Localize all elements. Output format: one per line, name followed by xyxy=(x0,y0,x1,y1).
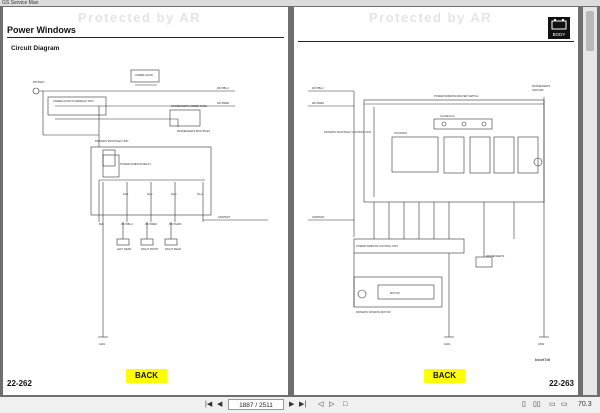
window-titlebar: GS Service Man xyxy=(0,0,600,6)
battery-icon xyxy=(551,19,567,30)
svg-text:CLOSE ACC: CLOSE ACC xyxy=(440,114,455,118)
last-page-icon[interactable]: ▶| xyxy=(299,401,307,408)
svg-text:DRIVER'S MULTIPLEX UNIT: DRIVER'S MULTIPLEX UNIT xyxy=(95,139,129,143)
svg-text:DRIVER'S WINDOW MOTOR: DRIVER'S WINDOW MOTOR xyxy=(356,310,391,314)
svg-text:LEFT REAR: LEFT REAR xyxy=(117,247,131,251)
single-page-icon[interactable]: ▯ xyxy=(522,401,526,408)
body-section-badge: BODY xyxy=(548,17,570,39)
zoom-value[interactable]: 70.3 xyxy=(578,401,592,408)
svg-text:WHT/GRN: WHT/GRN xyxy=(169,222,182,226)
watermark: Protected by AR xyxy=(369,10,493,25)
back-history-icon[interactable]: ◁ xyxy=(318,401,324,408)
scrollbar-thumb[interactable] xyxy=(586,11,594,51)
page-title: Power Windows xyxy=(7,25,76,35)
svg-text:No.2: No.2 xyxy=(147,192,153,196)
svg-text:No.4: No.4 xyxy=(197,192,203,196)
svg-text:PASSENGER'S MULTIPLEX: PASSENGER'S MULTIPLEX xyxy=(177,129,210,133)
svg-text:G401: G401 xyxy=(444,342,451,346)
svg-text:POWER WINDOW MASTER SWITCH: POWER WINDOW MASTER SWITCH xyxy=(434,94,479,98)
svg-text:RIGHT FRONT: RIGHT FRONT xyxy=(141,247,159,251)
svg-text:GRN/WHT: GRN/WHT xyxy=(218,215,231,219)
right-page: Protected by AR BODY xyxy=(294,7,578,395)
svg-text:RIGHT REAR: RIGHT REAR xyxy=(165,247,181,251)
svg-text:PASSENGER'S: PASSENGER'S xyxy=(486,254,504,258)
forward-history-icon[interactable]: ▷ xyxy=(329,401,335,408)
vertical-scrollbar[interactable] xyxy=(583,7,597,395)
svg-text:UNDER-HOOD FUSE/RELAY BOX: UNDER-HOOD FUSE/RELAY BOX xyxy=(53,99,94,103)
first-page-icon[interactable]: |◀ xyxy=(205,401,213,408)
section-subtitle: Circuit Diagram xyxy=(11,45,60,52)
next-page-icon[interactable]: ▶ xyxy=(289,401,295,408)
title-divider xyxy=(298,41,574,42)
svg-text:PASSENGER'S UNDER-DASH: PASSENGER'S UNDER-DASH xyxy=(171,104,207,108)
prev-page-icon[interactable]: ◀ xyxy=(217,401,223,408)
window-title: GS Service Man xyxy=(2,0,39,6)
svg-text:No.3: No.3 xyxy=(171,192,177,196)
watermark: Protected by AR xyxy=(78,10,202,25)
back-button[interactable]: BACK xyxy=(424,369,465,383)
svg-text:PASSENGER'S: PASSENGER'S xyxy=(532,84,550,88)
svg-text:WHT/BLU: WHT/BLU xyxy=(121,222,133,226)
svg-text:G401: G401 xyxy=(99,342,106,346)
viewer-toolbar: |◀ ◀ 1887 / 2511 ▶ ▶| ◁ ▷ □ ▯ ▯▯ ▭ ▭ 70.… xyxy=(0,397,600,413)
svg-text:DRIVER'S MULTIPLEX CONTROL UNI: DRIVER'S MULTIPLEX CONTROL UNIT xyxy=(324,130,371,134)
figure-code: bicet7dl xyxy=(535,357,551,362)
page-number: 22-263 xyxy=(549,379,574,388)
title-divider xyxy=(7,37,284,38)
svg-text:ON DOWN: ON DOWN xyxy=(394,131,407,135)
continuous-page-icon[interactable]: ▯▯ xyxy=(533,401,541,408)
svg-text:POWER WINDOW RELAY: POWER WINDOW RELAY xyxy=(120,162,151,166)
svg-text:BLK: BLK xyxy=(99,222,104,226)
svg-text:G552: G552 xyxy=(538,342,545,346)
svg-text:WHT/BLU: WHT/BLU xyxy=(312,86,324,90)
svg-text:No.1: No.1 xyxy=(123,192,129,196)
two-page-icon[interactable]: ▭ xyxy=(549,401,556,408)
svg-text:UNDER-HOOD: UNDER-HOOD xyxy=(135,73,153,77)
badge-label: BODY xyxy=(552,32,566,37)
back-button[interactable]: BACK xyxy=(126,369,167,383)
svg-text:WHT/BLU: WHT/BLU xyxy=(217,86,229,90)
fit-page-icon[interactable]: □ xyxy=(343,401,348,408)
svg-text:BATTERY: BATTERY xyxy=(33,80,45,84)
svg-text:GRN/WHT: GRN/WHT xyxy=(312,215,325,219)
facing-page-icon[interactable]: ▭ xyxy=(561,401,568,408)
svg-text:WHT/RED: WHT/RED xyxy=(145,222,157,226)
circuit-diagram-right: WHT/BLU WHT/RED DRIVER'S MULTIPLEX CONTR… xyxy=(308,84,550,346)
svg-text:MOTOR: MOTOR xyxy=(390,291,400,295)
svg-text:WHT/RED: WHT/RED xyxy=(217,101,229,105)
page-number: 22-262 xyxy=(7,379,32,388)
svg-text:GROUND: GROUND xyxy=(532,88,544,92)
page-number-input[interactable]: 1887 / 2511 xyxy=(228,399,284,410)
svg-text:WHT/RED: WHT/RED xyxy=(312,101,324,105)
left-page: Protected by AR Power Windows Circuit Di… xyxy=(3,7,288,395)
svg-text:POWER WINDOW CONTROL UNIT: POWER WINDOW CONTROL UNIT xyxy=(356,244,398,248)
circuit-diagram-left: BATTERY UNDER-HOOD WHT/BLU WHT/RED UNDER… xyxy=(32,69,268,346)
